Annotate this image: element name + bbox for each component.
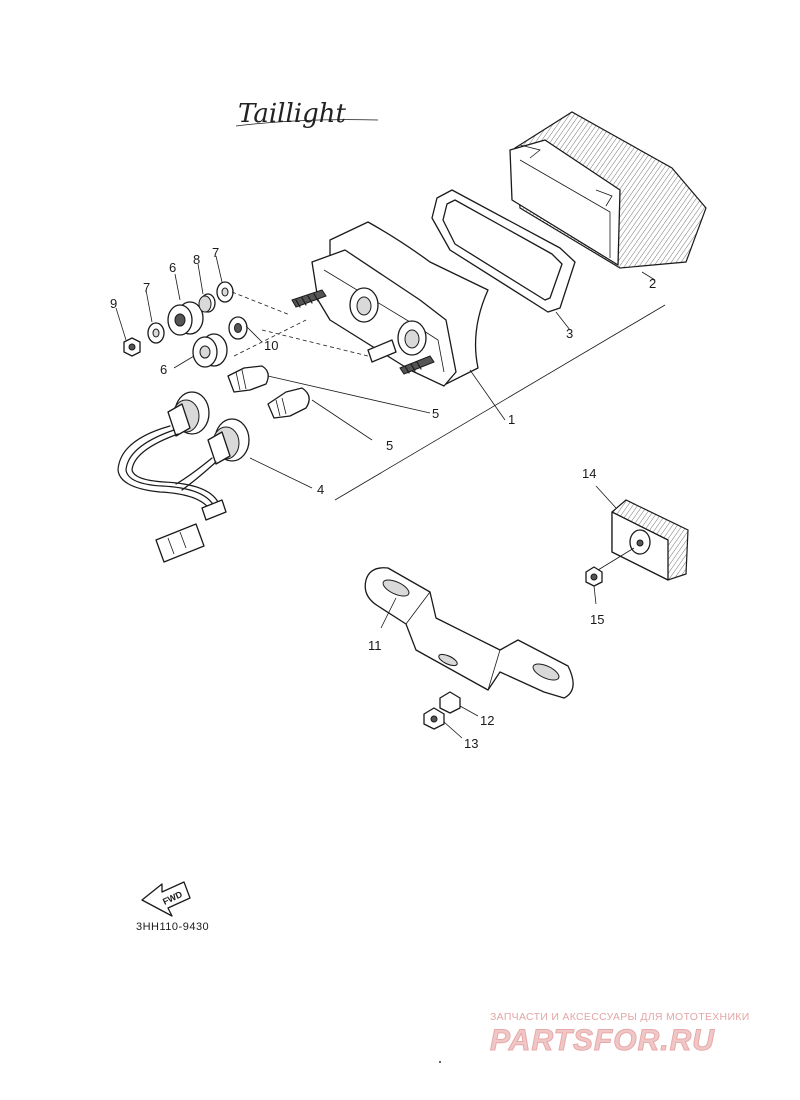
callout-7-right: 7 (212, 245, 219, 260)
watermark-site: PARTSFOR.RU (490, 1024, 715, 1057)
part-1-housing (291, 221, 489, 387)
callout-5-lower: 5 (386, 438, 393, 453)
assembly-bracket-line (334, 304, 666, 501)
callout-8: 8 (193, 252, 200, 267)
part-2-lens (509, 111, 707, 269)
callout-7-left: 7 (143, 280, 150, 295)
part-6-grommet-upper (167, 301, 204, 336)
diagram-title: Taillight (238, 99, 346, 129)
callout-1: 1 (508, 412, 515, 427)
part-10-washer (228, 316, 248, 340)
part-15-nut (585, 566, 603, 587)
speck-dot (439, 1061, 441, 1063)
fwd-arrow-icon: FWD (141, 881, 191, 917)
part-11-license-bracket (364, 567, 574, 699)
callout-5-upper: 5 (432, 406, 439, 421)
callout-14: 14 (582, 466, 596, 481)
part-12-collar (439, 691, 461, 714)
callout-3: 3 (566, 326, 573, 341)
part-13-nut (423, 707, 445, 730)
callout-10: 10 (264, 338, 278, 353)
callout-9: 9 (110, 296, 117, 311)
callout-12: 12 (480, 713, 494, 728)
part-14-license-light (611, 499, 689, 581)
callout-numbers: 1 2 3 4 5 5 6 6 7 7 8 9 10 11 12 13 14 1… (110, 245, 656, 751)
part-4-wiring-harness (117, 391, 250, 563)
callout-11: 11 (368, 638, 382, 653)
part-9-nut (123, 337, 141, 357)
part-3-gasket (431, 189, 576, 313)
part-5-bulb-upper (227, 365, 269, 393)
part-6-grommet-lower (192, 333, 228, 368)
part-5-bulb-lower (267, 387, 310, 419)
callout-4: 4 (317, 482, 324, 497)
callout-6-lower: 6 (160, 362, 167, 377)
callout-6-upper: 6 (169, 260, 176, 275)
watermark: ЗАПЧАСТИ И АКСЕССУАРЫ ДЛЯ МОТОТЕХНИКИ PA… (490, 1011, 750, 1058)
callout-2: 2 (649, 276, 656, 291)
part-7-washer-right (216, 281, 234, 303)
diagram-code: 3HH110-9430 (136, 921, 209, 933)
watermark-tagline: ЗАПЧАСТИ И АКСЕССУАРЫ ДЛЯ МОТОТЕХНИКИ (490, 1011, 750, 1023)
part-7-washer-left (147, 322, 165, 344)
leader-lines (115, 255, 666, 739)
part-8-collar (198, 293, 216, 313)
callout-13: 13 (464, 736, 478, 751)
title-underline-flourish (235, 119, 379, 127)
callout-15: 15 (590, 612, 604, 627)
